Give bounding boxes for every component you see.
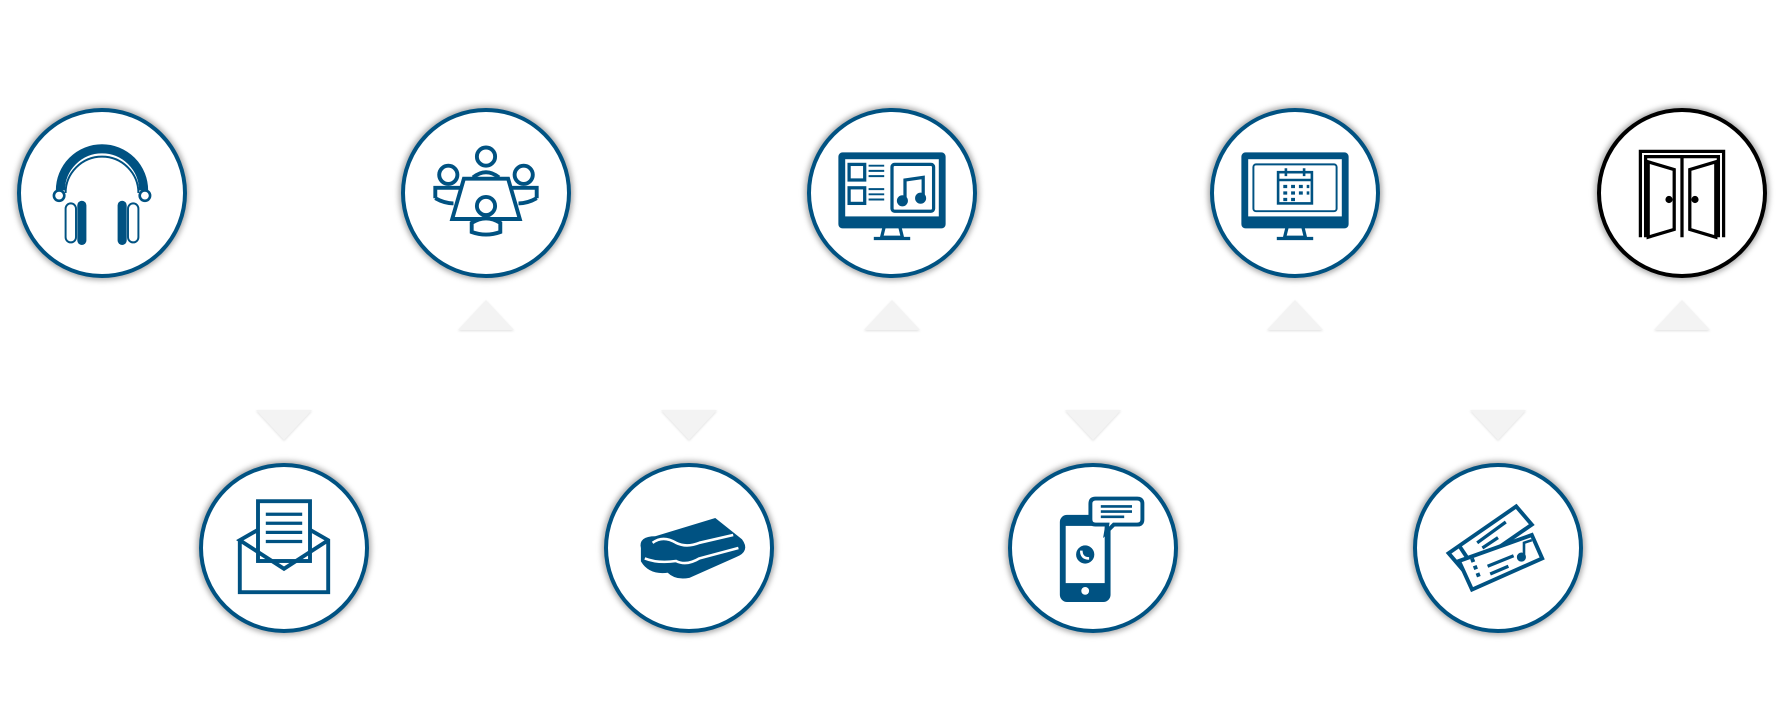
smartphone-chat-icon xyxy=(1059,496,1145,602)
sandwich-icon xyxy=(640,517,746,579)
arrow-down-3 xyxy=(1065,410,1121,440)
monitor-calendar-icon xyxy=(1241,152,1349,241)
step-sandwich xyxy=(604,463,774,633)
headphones-icon xyxy=(52,144,152,245)
step-monitor-music xyxy=(807,108,977,278)
step-headphones xyxy=(17,108,187,278)
arrow-down-4 xyxy=(1470,410,1526,440)
step-monitor-calendar xyxy=(1210,108,1380,278)
meeting-table-icon xyxy=(433,145,539,237)
step-tickets xyxy=(1413,463,1583,633)
monitor-music-icon xyxy=(838,152,946,241)
step-open-door xyxy=(1597,108,1767,278)
arrow-down-1 xyxy=(256,410,312,440)
step-meeting xyxy=(401,108,571,278)
step-envelope xyxy=(199,463,369,633)
tickets-icon xyxy=(1445,503,1545,593)
envelope-letter-icon xyxy=(236,499,331,595)
arrow-up-2 xyxy=(458,300,514,330)
arrow-up-5 xyxy=(1654,300,1710,330)
arrow-up-4 xyxy=(1267,300,1323,330)
open-door-icon xyxy=(1638,149,1726,240)
step-smartphone xyxy=(1008,463,1178,633)
arrow-up-3 xyxy=(864,300,920,330)
arrow-down-2 xyxy=(661,410,717,440)
